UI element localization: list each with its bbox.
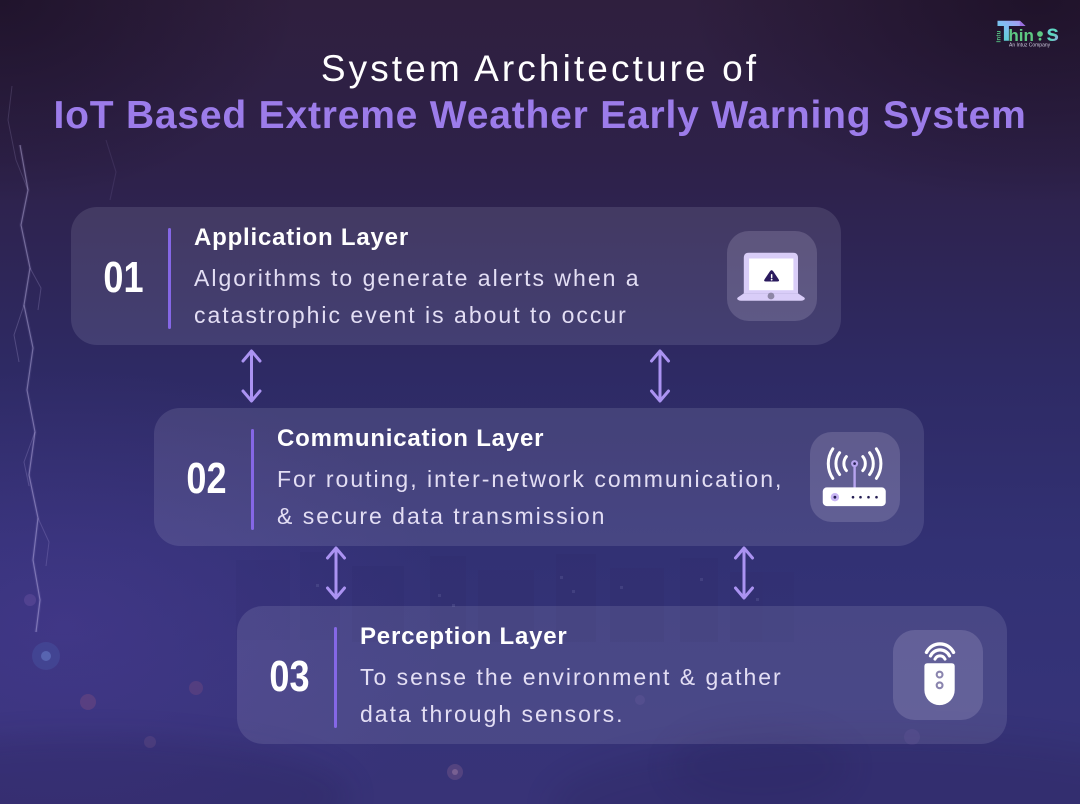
svg-text:s: s xyxy=(1046,20,1059,46)
svg-text:intu: intu xyxy=(997,30,1003,42)
svg-text:hin: hin xyxy=(1008,26,1034,45)
